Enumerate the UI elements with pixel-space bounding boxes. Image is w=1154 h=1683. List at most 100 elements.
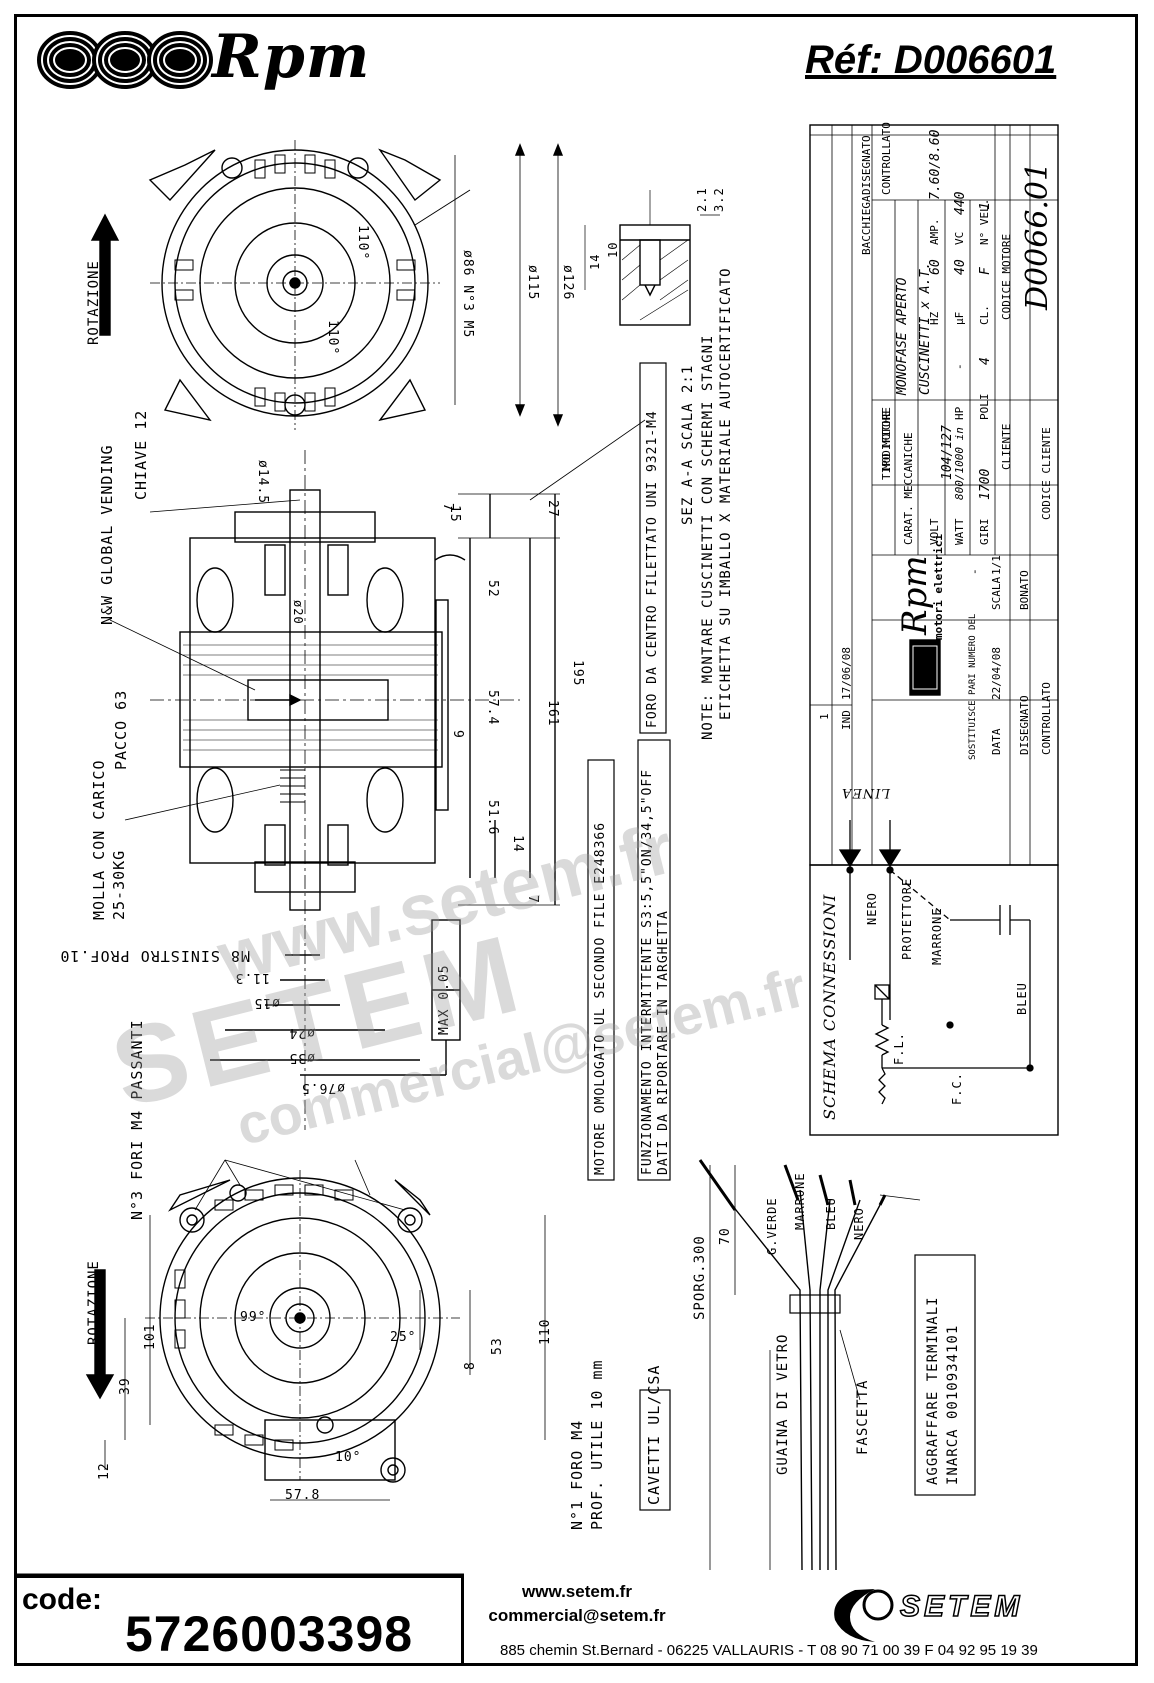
wire-black-label: NERO bbox=[852, 1207, 866, 1240]
dim-9: 9 bbox=[450, 730, 465, 739]
dim-99: 99° bbox=[240, 1310, 267, 1325]
tb-class-label: CL. bbox=[978, 305, 991, 325]
guaina-label: GUAINA DI VETRO bbox=[775, 1333, 791, 1475]
tb-amp-label: AMP. bbox=[928, 218, 941, 246]
tb-hp-label: HP bbox=[953, 406, 966, 420]
rpm-logo bbox=[37, 31, 213, 89]
schema-fl: F.L. bbox=[892, 1032, 906, 1065]
dim-d76-5: ø76.5 bbox=[300, 1080, 345, 1095]
sec-dim-14: 14 bbox=[588, 253, 602, 270]
code-box bbox=[14, 1575, 464, 1666]
sporg-label: SPORG.300 bbox=[692, 1235, 708, 1320]
dim-110-b: 110° bbox=[325, 320, 340, 356]
tb-mech-label: CARAT. MECCANICHE bbox=[902, 432, 915, 545]
spring-label: MOLLA CON CARICO bbox=[90, 759, 108, 921]
tb-vc-label: VC bbox=[953, 231, 966, 245]
aggraffare-line-2: INARCA 0010934101 bbox=[945, 1324, 961, 1485]
intermittent-note-1: FUNZIONAMENTO INTERMITTENTE S3:5,5"ON/34… bbox=[640, 768, 655, 1175]
footer-email[interactable]: commercial@setem.fr bbox=[488, 1606, 666, 1625]
dim-d126: ø126 bbox=[560, 265, 575, 301]
dim-d115: ø115 bbox=[525, 265, 540, 301]
code-label: code: bbox=[22, 1583, 103, 1616]
tb-disegnato-label: DISEGNATO bbox=[860, 135, 873, 195]
footer-address: 885 chemin St.Bernard - 06225 VALLAURIS … bbox=[500, 1642, 1038, 1659]
dim-27: 27 bbox=[545, 500, 560, 518]
dim-51-6: 51.6 bbox=[485, 800, 500, 836]
rotation-label-top: ROTAZIONE bbox=[86, 260, 102, 345]
sec-dim-10: 10 bbox=[606, 241, 620, 258]
dim-d35: ø35 bbox=[288, 1050, 315, 1065]
dim-d20: ø20 bbox=[291, 600, 305, 625]
tb-scale: 1/1 bbox=[990, 555, 1003, 575]
schema-line: LINEA bbox=[840, 785, 890, 800]
tb-watt-label: WATT bbox=[953, 518, 966, 546]
pack-label: PACCO 63 bbox=[112, 689, 130, 770]
tb-rev-index: 1 bbox=[818, 713, 831, 720]
schema-fc: F.C. bbox=[950, 1072, 964, 1105]
dim-57-4: 57.4 bbox=[485, 690, 500, 726]
wiring-schematic bbox=[838, 820, 1034, 1105]
dim-10: 10° bbox=[335, 1450, 362, 1465]
dim-25: 25° bbox=[390, 1330, 417, 1345]
tb-poles-label: POLI bbox=[978, 393, 991, 421]
holes-m4-label: N°3 FORI M4 PASSANTI bbox=[128, 1019, 146, 1220]
tb-checked-label: CONTROLLATO bbox=[1040, 682, 1053, 755]
schema-protector: PROTETTORE bbox=[900, 877, 914, 960]
dim-d15: ø15 bbox=[253, 995, 280, 1010]
footer-website[interactable]: www.setem.fr bbox=[522, 1582, 632, 1601]
intermittent-note-2: DATI DA RIPORTARE IN TARGHETTA bbox=[656, 910, 671, 1175]
tb-motor-type-label: TIPO MOTORE bbox=[880, 407, 893, 480]
dim-52: 52 bbox=[485, 580, 500, 598]
dim-101: 101 bbox=[143, 1323, 158, 1350]
key-label: CHIAVE 12 bbox=[132, 409, 150, 500]
cables-label: CAVETTI UL/CSA bbox=[645, 1364, 663, 1505]
dim-53: 53 bbox=[490, 1337, 505, 1355]
tb-replaces-label: SOSTITUISCE PARI NUMERO DEL bbox=[968, 613, 978, 760]
wire-brown-label: MARRONE bbox=[793, 1172, 807, 1230]
tb-ind-label: IND bbox=[840, 710, 853, 730]
dim-195: 195 bbox=[570, 660, 585, 687]
dim-161: 161 bbox=[545, 700, 560, 727]
drawing-sheet bbox=[14, 14, 1138, 1666]
wire-green-label: G.VERDE bbox=[765, 1197, 779, 1255]
dim-11-3: 11.3 bbox=[234, 970, 270, 985]
tb-approved-label: BONATO bbox=[1018, 570, 1031, 610]
tb-amp: 7.60/8.60 bbox=[928, 129, 943, 200]
wire-blue-label: BLEU bbox=[824, 1197, 838, 1230]
tb-class: F bbox=[978, 267, 993, 275]
tb-bacchiega: BACCHIEGA bbox=[860, 195, 873, 255]
tb-rpm-label: GIRI bbox=[978, 518, 991, 546]
top-end-view bbox=[90, 140, 564, 430]
dim-15: 15 bbox=[447, 505, 462, 523]
tb-controllato-label: CONTROLLATO bbox=[880, 122, 893, 195]
tb-hz: 60 bbox=[928, 259, 943, 275]
sec-dim-3-2: 3.2 bbox=[712, 187, 726, 212]
dim-d14-5: ø14.5 bbox=[255, 460, 270, 505]
reference-number: Réf: D006601 bbox=[805, 38, 1057, 82]
ul-file-note: MOTORE OMOLOGATO UL SECONDO FILE E248366 bbox=[593, 821, 608, 1175]
tb-date: 22/04/08 bbox=[990, 647, 1003, 700]
dim-14: 14 bbox=[510, 835, 525, 853]
schema-blue: BLEU bbox=[1015, 982, 1029, 1015]
dim-39: 39 bbox=[118, 1377, 133, 1395]
threaded-center-note: FORO DA CENTRO FILETTATO UNI 9321-M4 bbox=[645, 410, 660, 728]
setem-swoosh-icon bbox=[834, 1589, 894, 1642]
max-tolerance-label: MAX 0.05 bbox=[437, 964, 452, 1035]
tb-date-label: DATA bbox=[990, 728, 1003, 756]
hole-m4-label: N°1 FORO M4 bbox=[568, 1419, 586, 1530]
tb-mech: CUSCINETTI x A.T. bbox=[918, 261, 933, 395]
dim-70: 70 bbox=[718, 1227, 733, 1245]
bottom-end-view bbox=[85, 1159, 546, 1501]
tb-uf-label: µF bbox=[953, 311, 966, 325]
dim-d86: ø86 N°3 M5 bbox=[460, 250, 475, 339]
tb-scale-label: SCALA bbox=[990, 576, 1003, 610]
side-section-view bbox=[109, 450, 560, 1130]
note-line-2: ETICHETTA SU IMBALLO X MATERIALE AUTOCER… bbox=[718, 267, 734, 720]
tb-client-label: CLIENTE bbox=[1000, 423, 1013, 470]
tb-rev-date: 17/06/08 bbox=[840, 647, 853, 700]
dim-110: 110 bbox=[538, 1318, 553, 1345]
tb-vc: 440 bbox=[953, 191, 968, 215]
setem-brand: SETEM bbox=[899, 1589, 1024, 1624]
tb-speeds: 1 bbox=[978, 202, 993, 210]
